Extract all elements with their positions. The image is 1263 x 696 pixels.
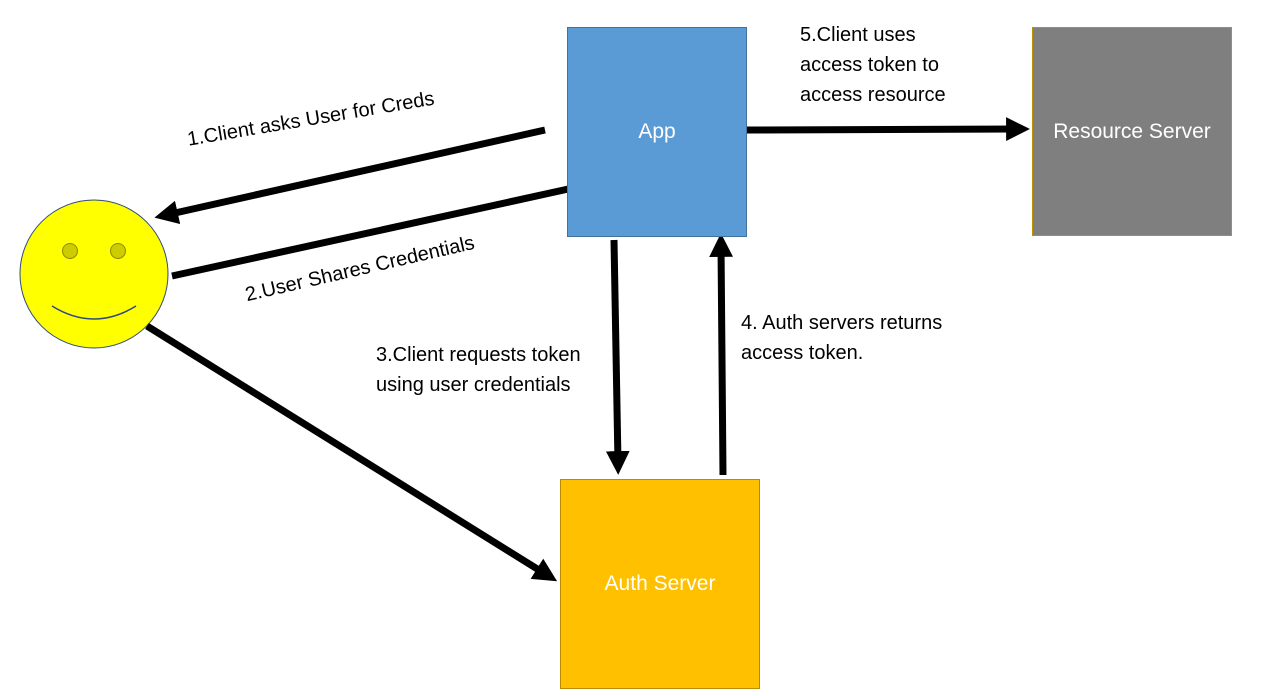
step5-label: 5.Client uses access token to access res… [800, 24, 946, 106]
app-label: App [638, 120, 676, 143]
resource-server-node: Resource Server [1032, 27, 1232, 236]
arrow-user-to-auth [145, 323, 558, 582]
app-node: App [567, 27, 747, 237]
arrow-step5-app-to-resource [746, 117, 1030, 141]
step4-label: 4. Auth servers returns access token. [741, 312, 943, 364]
arrow-step1-app-to-user [154, 126, 546, 225]
arrow-step2-user-to-app [171, 176, 594, 280]
auth-server-node: Auth Server [560, 479, 760, 689]
step3-label: 3.Client requests token using user crede… [376, 344, 581, 396]
resource-server-label: Resource Server [1053, 119, 1211, 143]
arrow-step4-auth-to-app [709, 233, 734, 476]
auth-server-label: Auth Server [604, 572, 716, 595]
arrow-step3-app-to-auth [605, 239, 630, 475]
user-smiley-icon [19, 199, 169, 349]
